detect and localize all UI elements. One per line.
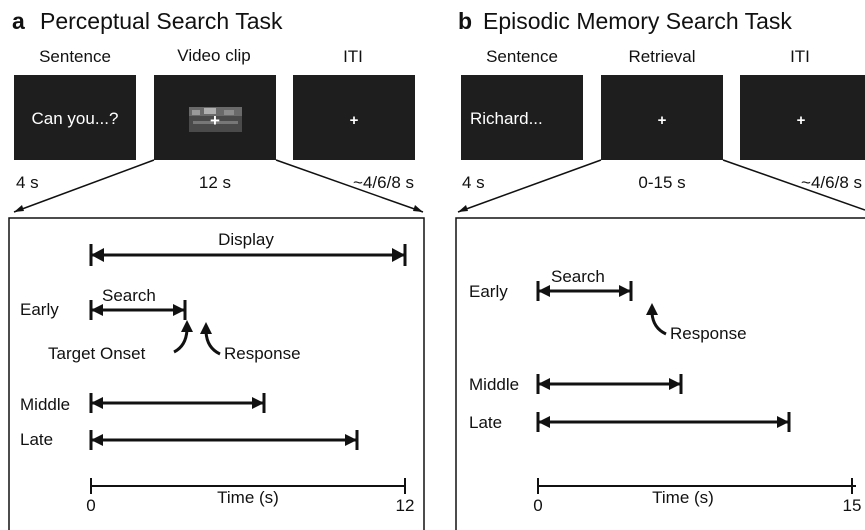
axis-label-a: Time (s) [217,488,279,507]
screen-label-iti-a: ITI [343,47,363,66]
response-label-a: Response [224,344,301,363]
retrieval-screen [601,75,723,160]
time-axis-b [537,478,856,494]
early-bar-b [536,281,633,301]
row-label-early-a: Early [20,300,59,319]
zoom-line-right-a [275,159,424,213]
display-label: Display [218,230,274,249]
duration-retrieval: 0-15 s [638,173,685,192]
middle-bar-b [536,374,683,394]
late-bar-b [536,412,791,432]
axis-min-a: 0 [86,496,95,515]
duration-sentence-a: 4 s [16,173,39,192]
row-label-late-a: Late [20,430,53,449]
zoom-line-right-b [722,159,865,211]
panel-b-title: Episodic Memory Search Task [483,8,792,34]
zoom-arrow-left-a [14,205,24,212]
screen-label-iti-b: ITI [790,47,810,66]
screen-label-sentence-b: Sentence [486,47,558,66]
axis-min-b: 0 [533,496,542,515]
response-arrow-a [200,322,221,356]
panel-a: a Perceptual Search Task Sentence Video … [8,8,425,530]
time-axis-a [90,478,406,494]
sentence-screen-b [461,75,583,160]
row-label-middle-b: Middle [469,375,519,394]
panel-b-letter: b [458,8,472,34]
sentence-screen-a [14,75,136,160]
late-bar-a [89,430,359,450]
fixation-cross-retrieval: + [658,112,667,129]
target-onset-arrow [173,320,193,354]
sentence-text-a: Can you...? [32,109,119,128]
search-label-a: Search [102,286,156,305]
search-label-b: Search [551,267,605,286]
screen-label-sentence-a: Sentence [39,47,111,66]
iti-screen-b [740,75,865,160]
screen-label-video-clip: Video clip [177,46,250,65]
early-bar-a [89,300,187,320]
panel-a-title: Perceptual Search Task [40,8,283,34]
zoom-arrow-left-b [458,205,468,212]
target-onset-label: Target Onset [48,344,146,363]
fixation-cross-video: + [210,111,220,130]
axis-max-a: 12 [396,496,415,515]
video-thumbnail [189,107,242,132]
zoom-arrow-right-a [413,205,423,212]
duration-iti-b: ~4/6/8 s [801,173,862,192]
detail-box-b [455,217,865,530]
iti-screen-a [293,75,415,160]
response-arrow-b [646,303,667,336]
axis-label-b: Time (s) [652,488,714,507]
fixation-cross-iti-b: + [797,112,806,129]
middle-bar-a [89,393,266,413]
screen-label-retrieval: Retrieval [628,47,695,66]
sentence-text-b: Richard... [470,109,543,128]
panel-b: b Episodic Memory Search Task Sentence R… [455,8,865,530]
row-label-late-b: Late [469,413,502,432]
row-label-early-b: Early [469,282,508,301]
display-bar [89,244,407,266]
response-label-b: Response [670,324,747,343]
detail-box-a [8,217,425,530]
row-label-middle-a: Middle [20,395,70,414]
duration-video-clip: 12 s [199,173,231,192]
zoom-line-left-a [13,159,155,213]
panel-a-letter: a [12,8,25,34]
fixation-cross-iti-a: + [350,112,359,129]
duration-sentence-b: 4 s [462,173,485,192]
zoom-line-left-b [457,159,602,213]
duration-iti-a: ~4/6/8 s [353,173,414,192]
axis-max-b: 15 [843,496,862,515]
